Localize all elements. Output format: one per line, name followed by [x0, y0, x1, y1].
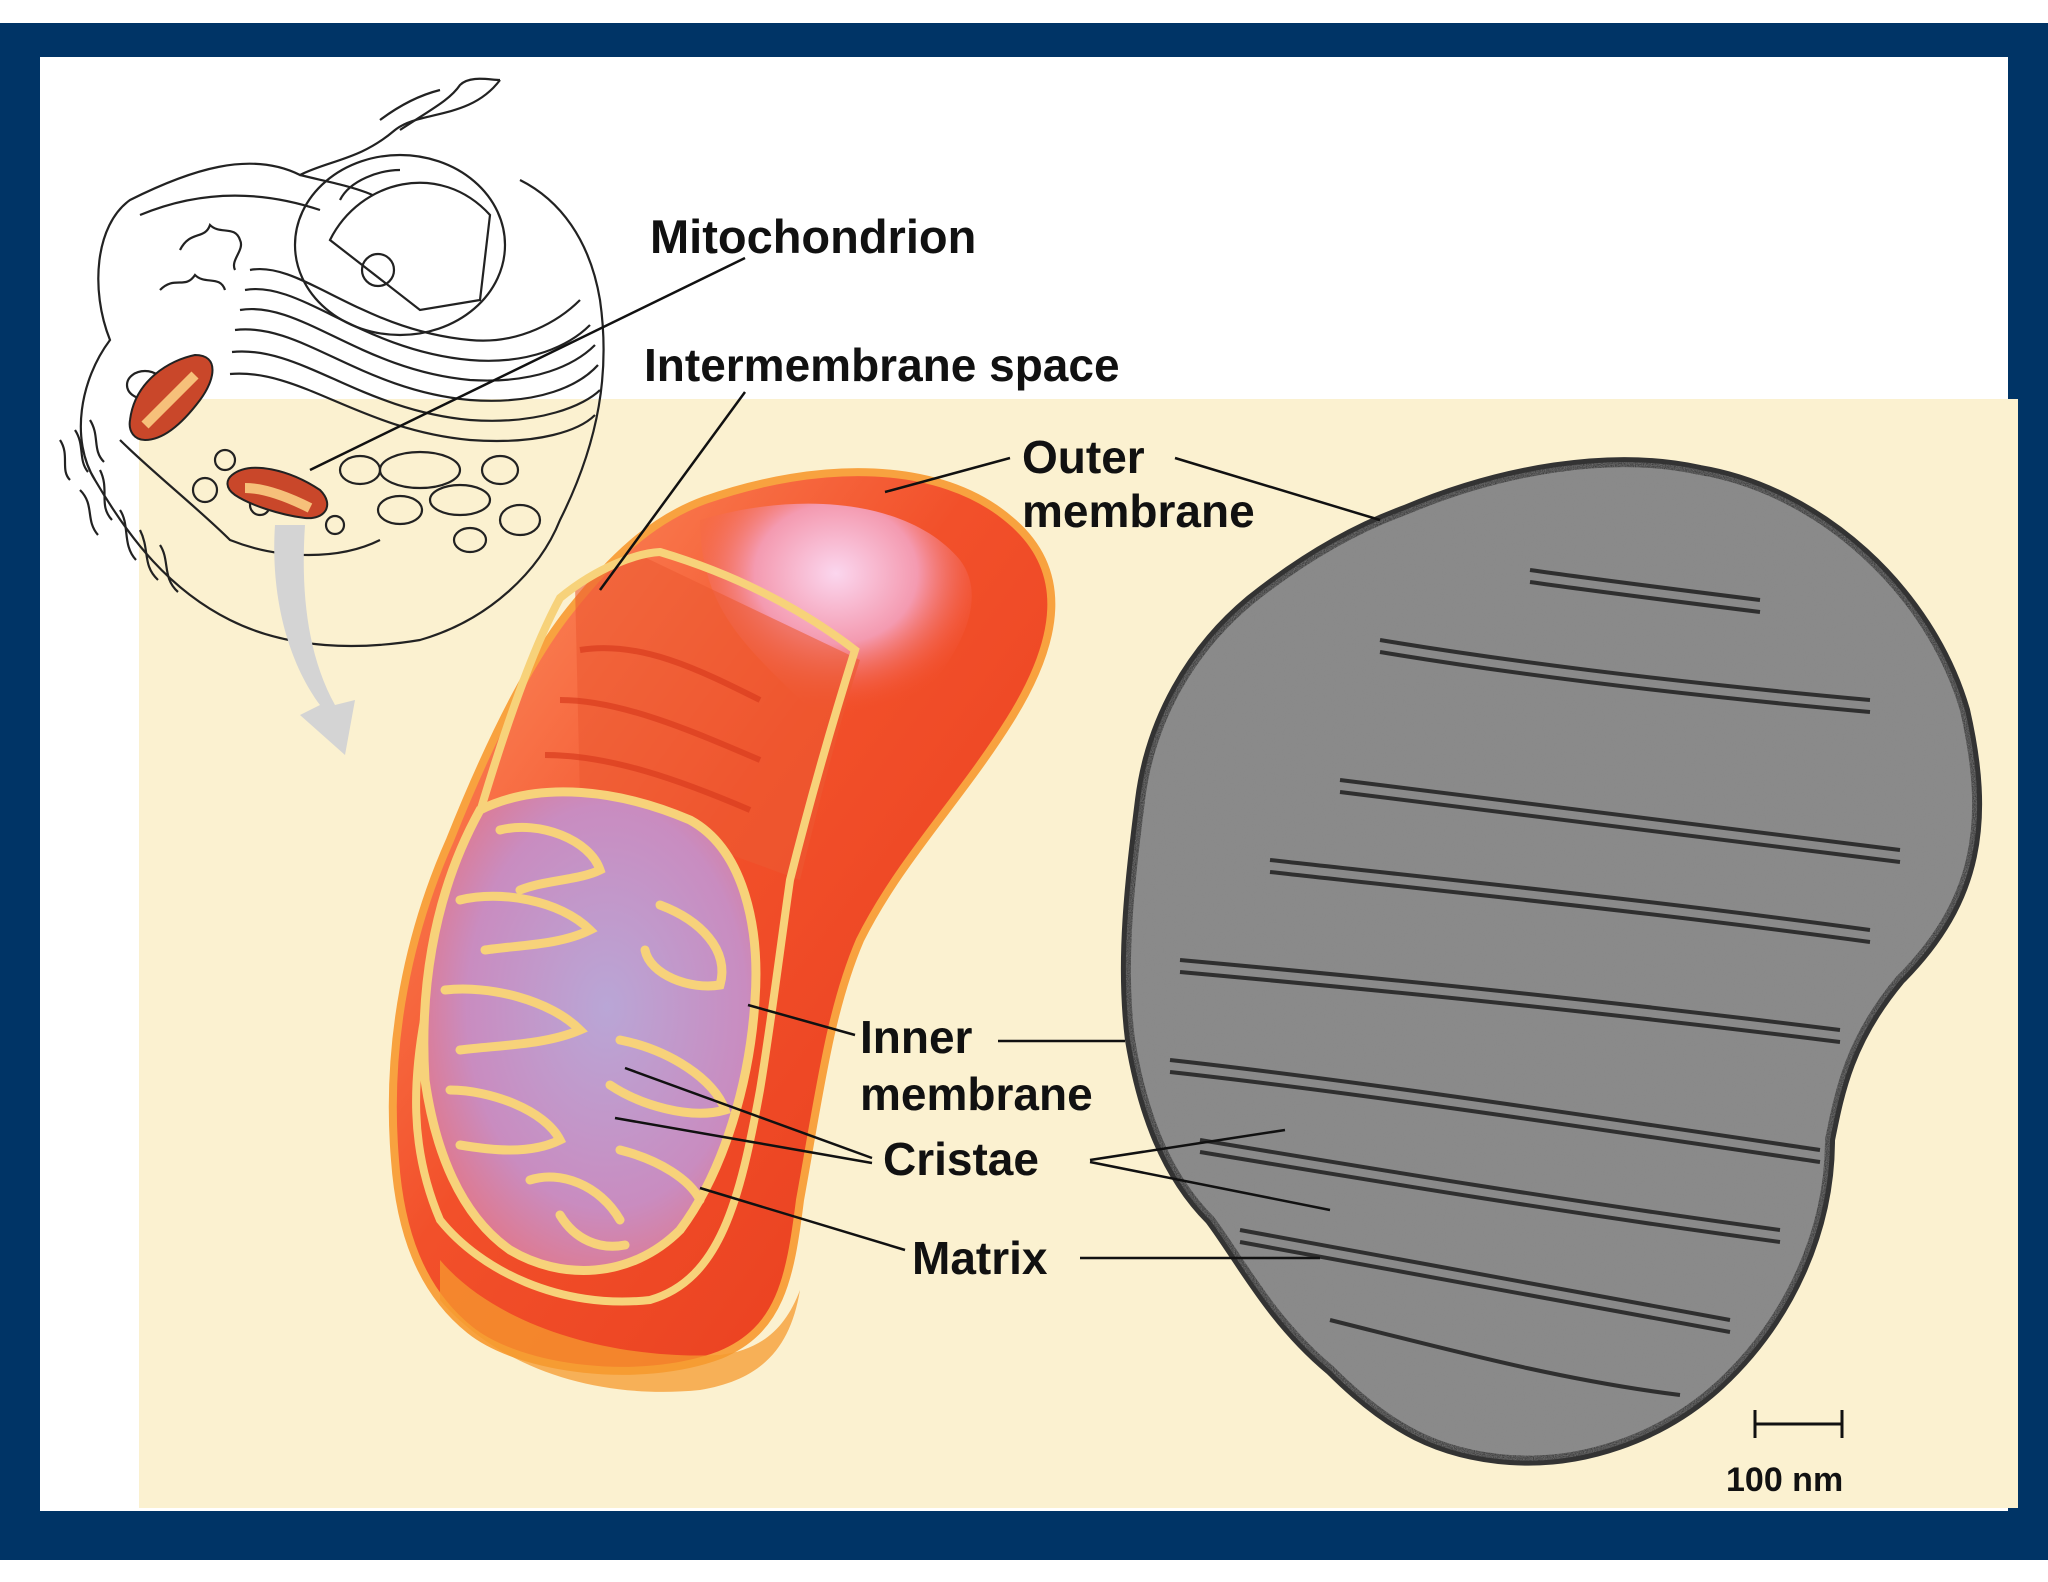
- mitochondrion-3d: [388, 468, 1056, 1392]
- scale-bar-label: 100 nm: [1726, 1461, 1844, 1499]
- label-outer-membrane-line1: Outer: [1022, 431, 1145, 483]
- label-intermembrane-space: Intermembrane space: [644, 339, 1120, 391]
- cell-illustration: [59, 77, 605, 648]
- label-cristae: Cristae: [883, 1133, 1039, 1185]
- leader-lines: [598, 391, 1381, 1260]
- electron-micrograph: [1120, 457, 1983, 1466]
- label-inner-membrane-line2: membrane: [860, 1068, 1093, 1120]
- label-matrix: Matrix: [912, 1232, 1048, 1284]
- zoom-arrow: [274, 525, 355, 755]
- diagram-title: Mitochondrion: [650, 210, 977, 263]
- cell-mitochondria: [128, 256, 746, 520]
- scale-bar: [1753, 1410, 1844, 1438]
- label-inner-membrane-line1: Inner: [860, 1011, 973, 1063]
- label-outer-membrane-line2: membrane: [1022, 485, 1255, 537]
